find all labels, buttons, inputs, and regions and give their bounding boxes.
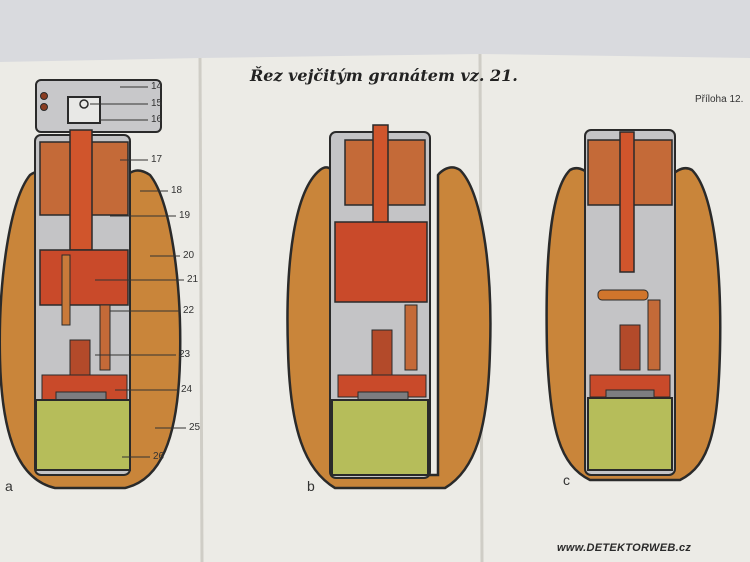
watermark: www.DETEKTORWEB.cz: [557, 542, 692, 554]
grenade-a: [0, 79, 182, 490]
part-number-15: 15: [151, 98, 163, 109]
grenade-c: [545, 129, 722, 482]
explosive-a: [39, 249, 129, 306]
variant-label-c: c: [563, 472, 570, 488]
fold-line-left: [198, 57, 204, 562]
base-charge-b: [331, 399, 429, 476]
part-number-22: 22: [183, 305, 195, 316]
part-number-21: 21: [187, 274, 199, 285]
egg-body-b: [286, 166, 492, 490]
part-number-19: 19: [179, 210, 191, 221]
page-title: Řez vejčitým granátem vz. 21.: [250, 66, 518, 85]
part-number-20: 20: [183, 250, 195, 261]
striker-head-a: [67, 96, 101, 124]
part-number-17: 17: [151, 154, 163, 165]
firing-pin-a: [69, 129, 93, 251]
firing-pin-c: [619, 131, 635, 273]
safety-lever-c: [597, 289, 649, 301]
part-number-25: 25: [189, 422, 201, 433]
side-tube-c: [647, 299, 661, 371]
rivet-a1: [40, 92, 48, 100]
booster-b: [371, 329, 393, 376]
grenade-b: [286, 124, 492, 490]
part-number-16: 16: [151, 114, 163, 125]
appendix-label: Příloha 12.: [695, 94, 744, 105]
base-charge-c: [587, 397, 673, 471]
booster-c: [619, 324, 641, 371]
part-number-14: 14: [151, 81, 163, 92]
side-tube-b: [404, 304, 418, 371]
pin-a: [79, 99, 89, 109]
booster-a: [69, 339, 91, 376]
variant-label-b: b: [307, 478, 315, 494]
base-charge-a: [35, 399, 131, 471]
part-number-23: 23: [179, 349, 191, 360]
part-number-24: 24: [181, 384, 193, 395]
detonator-tube-a: [61, 254, 71, 326]
variant-label-a: a: [5, 478, 13, 494]
part-number-18: 18: [171, 185, 183, 196]
explosive-b: [334, 221, 428, 303]
rivet-a2: [40, 103, 48, 111]
part-number-26: 26: [153, 451, 165, 462]
side-tube-a: [99, 304, 111, 371]
leader-lines: [90, 86, 186, 458]
